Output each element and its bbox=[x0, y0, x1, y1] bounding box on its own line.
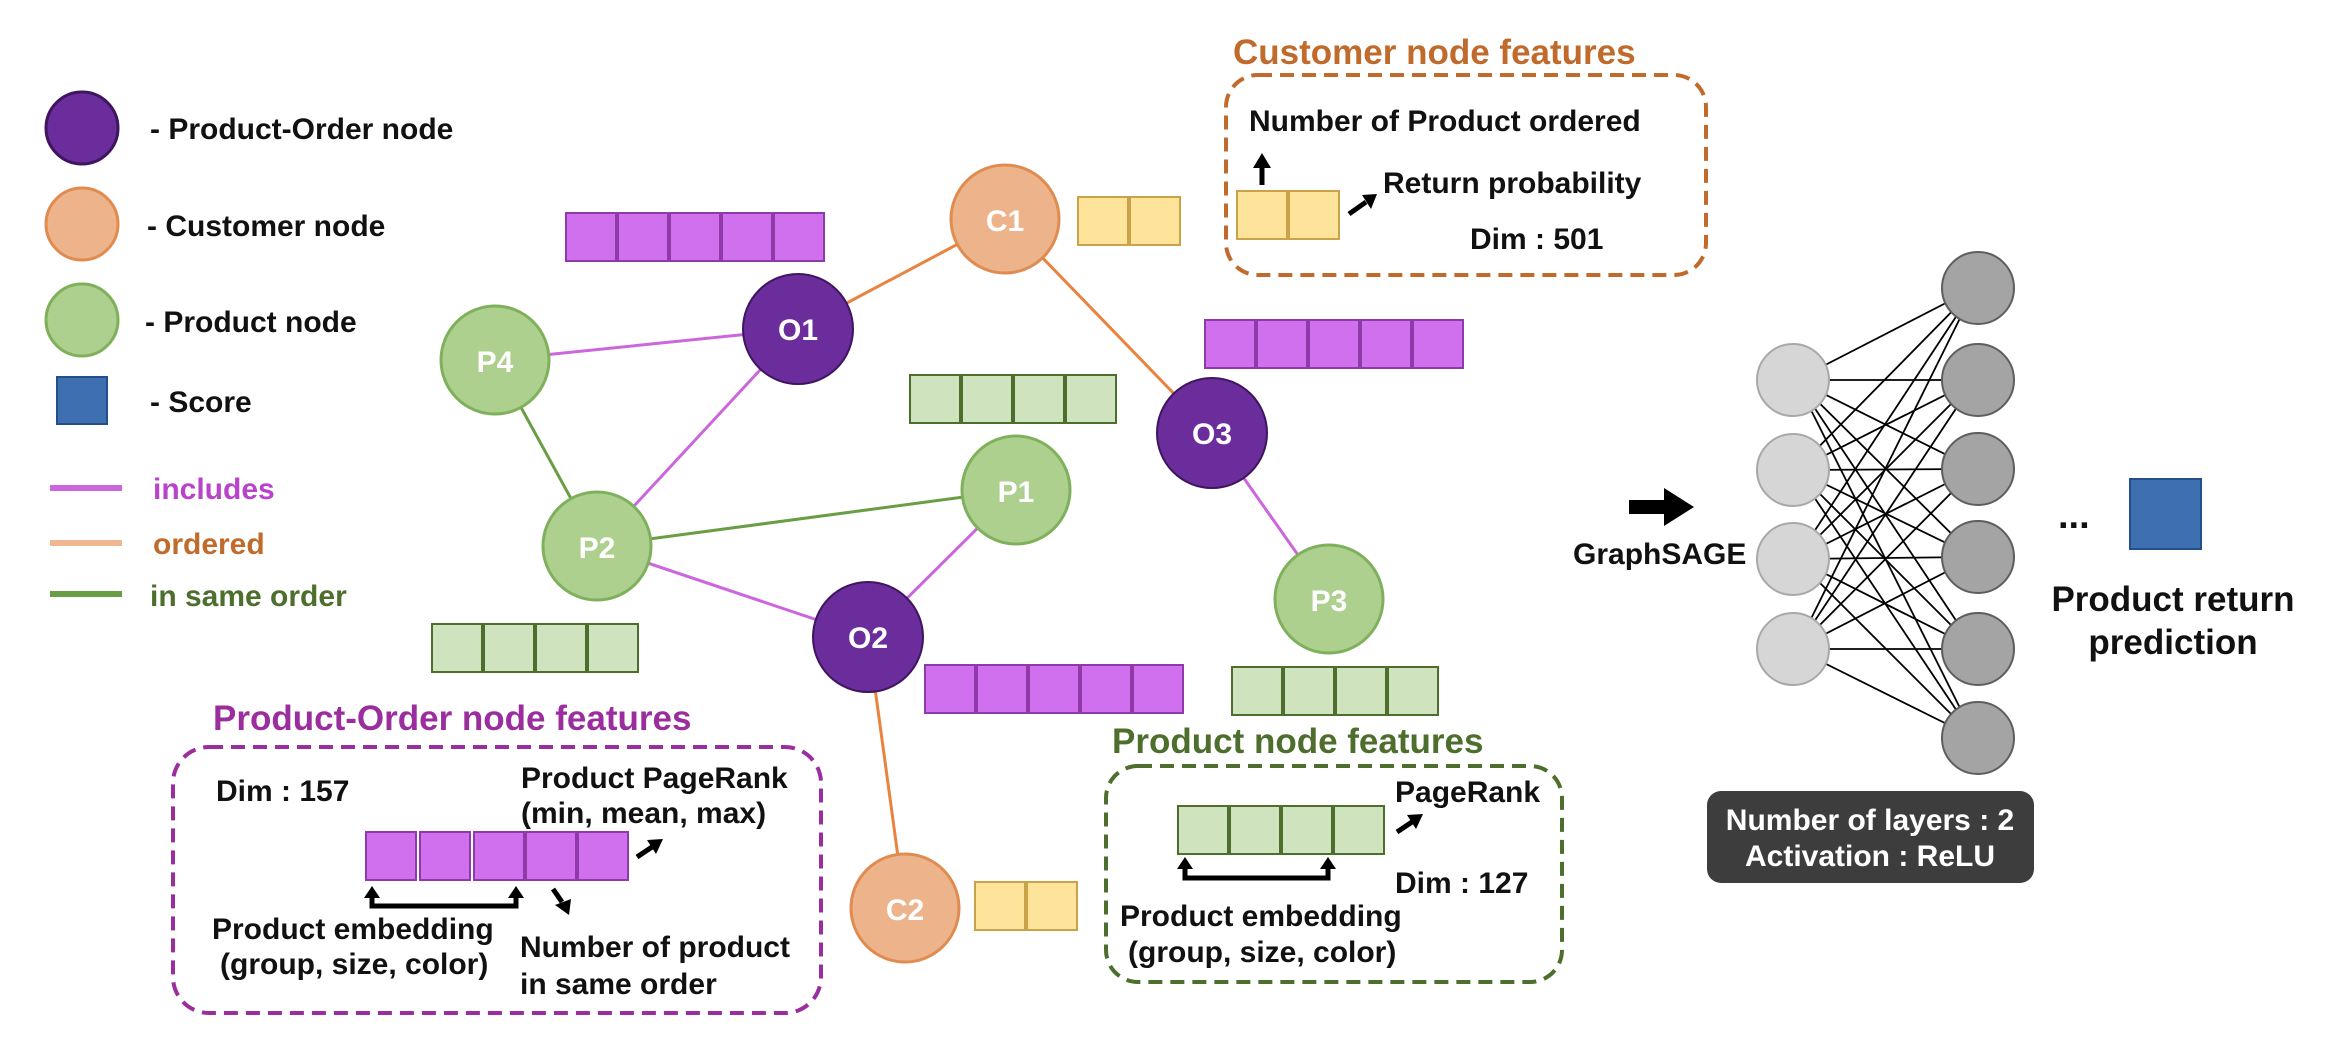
node-o2-label: O2 bbox=[848, 622, 888, 655]
po-feature-example bbox=[365, 831, 629, 881]
node-o3: O3 bbox=[1156, 377, 1268, 489]
legend-same-order-label: in same order bbox=[150, 580, 347, 613]
arrow-right-icon bbox=[1629, 488, 1694, 526]
model-layers-label: Number of layers : 2 bbox=[1726, 804, 2014, 837]
output-label-line2: prediction bbox=[2088, 623, 2257, 662]
product-dim-label: Dim : 127 bbox=[1395, 867, 1528, 900]
product-embedding-bracket bbox=[1177, 857, 1336, 881]
edge-p2-p1 bbox=[596, 488, 1017, 548]
node-p2: P2 bbox=[541, 490, 653, 602]
node-p4: P4 bbox=[439, 304, 551, 416]
customer-dim-label: Dim : 501 bbox=[1470, 223, 1603, 256]
po-dim-label: Dim : 157 bbox=[216, 775, 349, 808]
hidden-layer-neurons bbox=[1941, 251, 2015, 775]
legend: - Product-Order node - Customer node - P… bbox=[44, 90, 453, 613]
output-score-icon bbox=[2129, 478, 2202, 550]
arrow-up-right-icon bbox=[635, 839, 663, 860]
input-layer-neurons bbox=[1756, 343, 1830, 686]
legend-includes-label: includes bbox=[153, 473, 275, 506]
legend-product-order-node-icon bbox=[44, 90, 120, 166]
node-o3-label: O3 bbox=[1192, 418, 1232, 451]
po-features-panel: Product-Order node features Dim : 157 Pr… bbox=[171, 699, 823, 1015]
node-c1-label: C1 bbox=[986, 205, 1024, 238]
legend-customer-label: - Customer node bbox=[147, 210, 385, 243]
legend-ordered-label: ordered bbox=[153, 528, 265, 561]
po-features-title: Product-Order node features bbox=[213, 699, 691, 738]
prod-feature-p1 bbox=[909, 374, 1117, 424]
customer-features-panel: Customer node features Number of Product… bbox=[1224, 33, 1708, 277]
output-label-line1: Product return bbox=[2051, 580, 2294, 619]
graph-nodes: O1 O2 O3 C1 C2 P1 P2 P3 bbox=[439, 163, 1385, 964]
arrow-up-right-icon bbox=[1347, 194, 1377, 217]
legend-customer-node-icon bbox=[44, 186, 120, 262]
legend-score-icon bbox=[56, 376, 108, 425]
product-features-panel: Product node features PageRank Dim : 127… bbox=[1104, 722, 1564, 984]
po-feature-o3 bbox=[1204, 319, 1464, 369]
po-embedding-line1: Product embedding bbox=[212, 913, 494, 946]
customer-features-title: Customer node features bbox=[1233, 33, 1636, 72]
prod-feature-p2 bbox=[431, 623, 639, 673]
node-c1: C1 bbox=[949, 163, 1061, 275]
node-c2: C2 bbox=[849, 852, 961, 964]
po-pagerank-line2: (min, mean, max) bbox=[521, 797, 766, 830]
node-p3-label: P3 bbox=[1311, 585, 1348, 618]
product-features-border bbox=[1104, 764, 1564, 984]
customer-number-ordered-label: Number of Product ordered bbox=[1249, 105, 1641, 138]
graphsage-label: GraphSAGE bbox=[1573, 538, 1746, 571]
model-activation-label: Activation : ReLU bbox=[1745, 840, 1995, 873]
product-features-title: Product node features bbox=[1112, 722, 1483, 761]
legend-product-order-label: - Product-Order node bbox=[150, 113, 453, 146]
node-p1-label: P1 bbox=[998, 476, 1035, 509]
graphsage-section: GraphSAGE ... Product return prediction … bbox=[1573, 251, 2295, 883]
cust-feature-c1 bbox=[1077, 196, 1181, 246]
ellipsis-label: ... bbox=[2058, 495, 2090, 537]
arrow-down-right-icon bbox=[550, 887, 571, 915]
legend-product-node-icon bbox=[44, 282, 120, 358]
prod-feature-p3 bbox=[1231, 666, 1439, 716]
product-embedding-line2: (group, size, color) bbox=[1128, 936, 1396, 969]
node-o2: O2 bbox=[812, 581, 924, 693]
customer-feature-example bbox=[1236, 190, 1340, 240]
legend-product-label: - Product node bbox=[145, 306, 357, 339]
po-feature-o1 bbox=[565, 212, 825, 262]
node-o1-label: O1 bbox=[778, 314, 818, 347]
node-p3: P3 bbox=[1273, 543, 1385, 655]
po-embedding-bracket bbox=[364, 886, 524, 909]
node-c2-label: C2 bbox=[886, 894, 924, 927]
product-embedding-line1: Product embedding bbox=[1120, 900, 1402, 933]
customer-return-prob-label: Return probability bbox=[1383, 167, 1642, 200]
po-features-border bbox=[171, 745, 823, 1015]
po-pagerank-line1: Product PageRank bbox=[521, 762, 788, 795]
legend-score-label: - Score bbox=[150, 386, 252, 419]
model-info-box bbox=[1707, 791, 2034, 883]
po-count-line1: Number of product bbox=[520, 931, 790, 964]
po-count-line2: in same order bbox=[520, 968, 717, 1001]
node-o1: O1 bbox=[742, 273, 854, 385]
node-p2-label: P2 bbox=[579, 532, 616, 565]
cust-feature-c2 bbox=[974, 881, 1078, 931]
customer-features-border bbox=[1224, 73, 1708, 277]
node-p1: P1 bbox=[960, 434, 1072, 546]
arrow-up-right-icon bbox=[1395, 814, 1423, 835]
arrow-up-icon bbox=[1253, 153, 1271, 185]
product-pagerank-label: PageRank bbox=[1395, 776, 1540, 809]
node-p4-label: P4 bbox=[477, 346, 514, 379]
po-feature-o2 bbox=[924, 664, 1184, 714]
product-feature-example bbox=[1177, 805, 1385, 855]
po-embedding-line2: (group, size, color) bbox=[220, 948, 488, 981]
